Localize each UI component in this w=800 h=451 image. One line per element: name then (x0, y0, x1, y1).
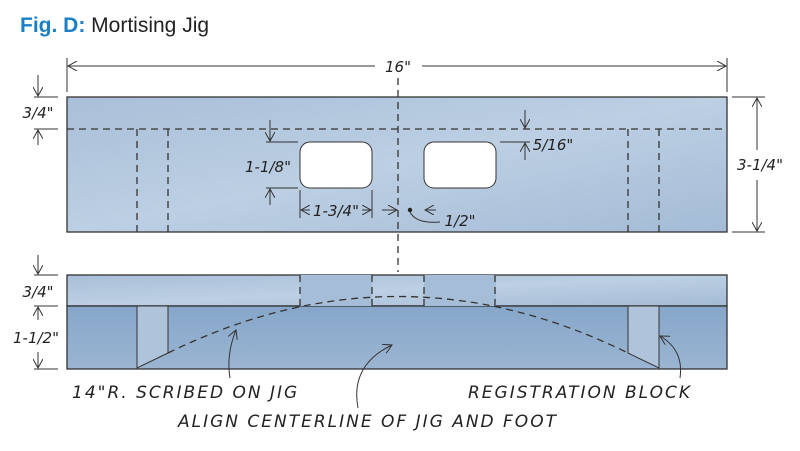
figure-name: Mortising Jig (91, 14, 210, 37)
jig-body (66, 96, 728, 233)
leader-arrow (660, 336, 682, 379)
leader-line (409, 211, 441, 223)
slot-shading (300, 275, 372, 306)
dim-slot-offset: 5/16" (533, 136, 574, 154)
dim-top-thickness: 3/4" (22, 104, 53, 122)
center-point-dot (407, 207, 413, 213)
dim-slot-width: 1-3/4" (313, 202, 359, 220)
dim-overall-height: 3-1/4" (737, 156, 783, 174)
mortise-slot-right (423, 141, 497, 189)
figure-title: Fig. D: Mortising Jig (20, 14, 209, 38)
callout-registration: REGISTRATION BLOCK (468, 383, 692, 403)
callout-radius: 14"R. SCRIBED ON JIG (72, 383, 299, 403)
dim-center-gap: 1/2" (444, 212, 475, 230)
leader-arrow (229, 330, 236, 379)
dim-slot-height: 1-1/8" (245, 158, 291, 176)
leader-arrow (356, 345, 392, 409)
top-view (66, 78, 728, 272)
radius-arc (167, 295, 629, 354)
mortise-slot-left (299, 141, 373, 189)
slot-shading (424, 275, 496, 306)
dim-overall-length: 16" (385, 58, 411, 76)
side-view (66, 274, 728, 370)
callout-align: ALIGN CENTERLINE OF JIG AND FOOT (177, 412, 558, 432)
dim-side-top-thickness: 3/4" (22, 283, 53, 301)
jig-side (66, 274, 728, 307)
foot (66, 305, 728, 370)
dim-foot-height: 1-1/2" (13, 329, 59, 347)
registration-block-right (627, 305, 660, 369)
figure-label: Fig. D: (20, 14, 86, 37)
